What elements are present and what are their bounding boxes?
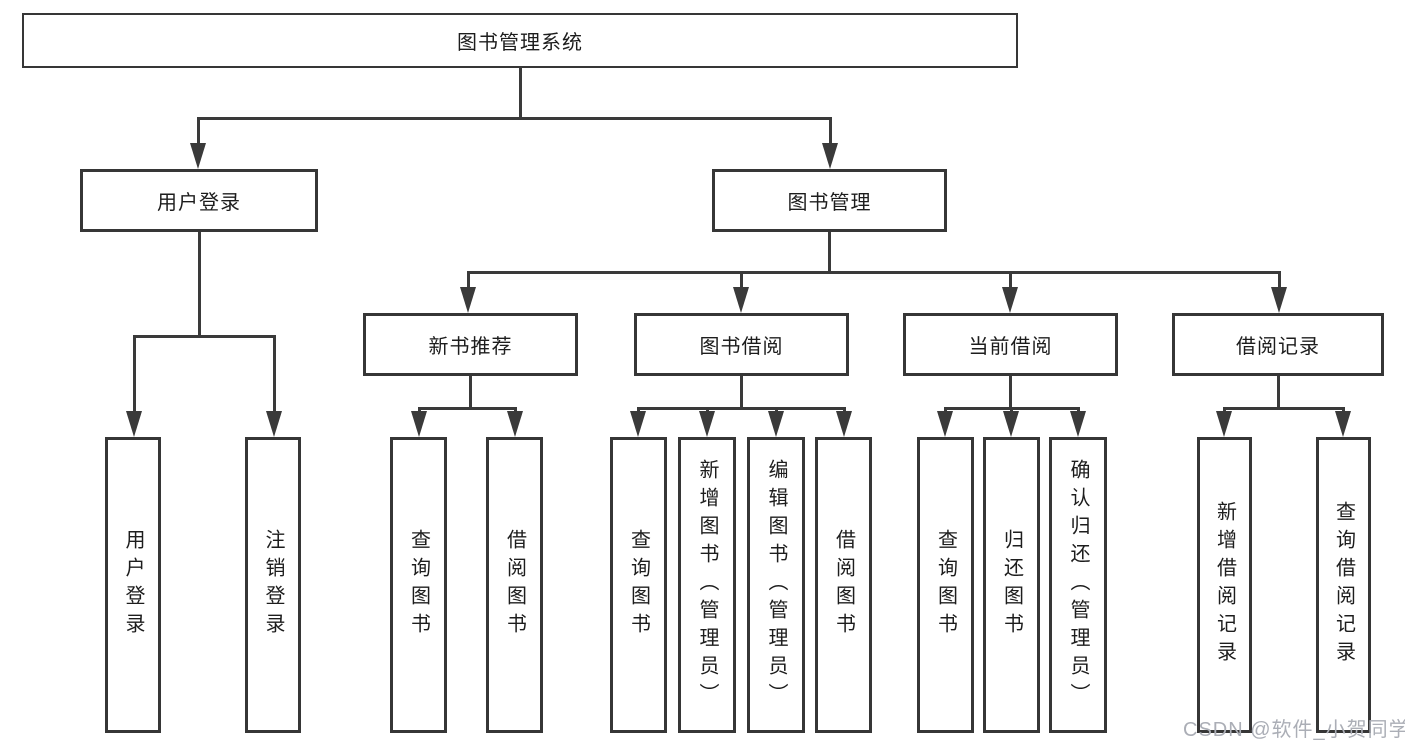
node-nb-query-book: 查询图书 xyxy=(390,437,447,733)
node-user-login: 用户登录 xyxy=(105,437,161,733)
connector-line xyxy=(637,407,846,410)
connector-line xyxy=(740,376,743,409)
connector-line xyxy=(519,67,522,119)
connector-line xyxy=(1278,271,1281,289)
node-new-book-recommend: 新书推荐 xyxy=(363,313,578,376)
node-br-query-record: 查询借阅记录 xyxy=(1316,437,1371,733)
arrow-down-icon xyxy=(507,411,523,437)
arrow-down-icon xyxy=(1002,287,1018,313)
arrow-down-icon xyxy=(266,411,282,437)
connector-line xyxy=(1077,407,1080,413)
connector-line xyxy=(133,335,136,413)
arrow-down-icon xyxy=(460,287,476,313)
node-nb-borrow-book: 借阅图书 xyxy=(486,437,543,733)
arrow-down-icon xyxy=(1271,287,1287,313)
arrow-down-icon xyxy=(836,411,852,437)
connector-line xyxy=(944,407,947,413)
watermark: CSDN @软件_小贺同学 xyxy=(1183,719,1405,741)
node-cb-query-book: 查询图书 xyxy=(917,437,974,733)
arrow-down-icon xyxy=(1003,411,1019,437)
arrow-down-icon xyxy=(190,143,206,169)
arrow-down-icon xyxy=(699,411,715,437)
node-logout: 注销登录 xyxy=(245,437,301,733)
connector-line xyxy=(197,117,200,145)
connector-line xyxy=(198,232,201,337)
connector-line xyxy=(1009,271,1012,289)
node-bb-query-book: 查询图书 xyxy=(610,437,667,733)
node-br-add-record: 新增借阅记录 xyxy=(1197,437,1252,733)
connector-line xyxy=(469,376,472,409)
connector-line xyxy=(637,407,640,413)
arrow-down-icon xyxy=(822,143,838,169)
arrow-down-icon xyxy=(1216,411,1232,437)
arrow-down-icon xyxy=(768,411,784,437)
arrow-down-icon xyxy=(1070,411,1086,437)
connector-line xyxy=(1009,376,1012,409)
connector-line xyxy=(1277,376,1280,409)
node-cb-confirm-return-admin: 确认归还（管理员） xyxy=(1049,437,1107,733)
arrow-down-icon xyxy=(937,411,953,437)
connector-line xyxy=(706,407,709,413)
node-bb-edit-book-admin: 编辑图书（管理员） xyxy=(747,437,805,733)
connector-line xyxy=(1223,407,1226,413)
node-bb-add-book-admin: 新增图书（管理员） xyxy=(678,437,736,733)
node-bb-borrow-book: 借阅图书 xyxy=(815,437,872,733)
connector-line xyxy=(418,407,421,413)
connector-line xyxy=(828,232,831,273)
arrow-down-icon xyxy=(126,411,142,437)
arrow-down-icon xyxy=(411,411,427,437)
node-book-borrowing: 图书借阅 xyxy=(634,313,849,376)
node-library-system: 图书管理系统 xyxy=(22,13,1018,68)
connector-line xyxy=(273,335,276,413)
connector-line xyxy=(467,271,470,289)
connector-line xyxy=(1010,407,1013,413)
node-book-management: 图书管理 xyxy=(712,169,947,232)
connector-line xyxy=(467,271,1281,274)
arrow-down-icon xyxy=(733,287,749,313)
connector-line xyxy=(1342,407,1345,413)
connector-line xyxy=(197,117,831,120)
arrow-down-icon xyxy=(1335,411,1351,437)
connector-line xyxy=(1223,407,1345,410)
node-current-borrowing: 当前借阅 xyxy=(903,313,1118,376)
connector-line xyxy=(418,407,517,410)
connector-line xyxy=(514,407,517,413)
node-user-login-group: 用户登录 xyxy=(80,169,318,232)
node-borrow-records: 借阅记录 xyxy=(1172,313,1384,376)
connector-line xyxy=(829,117,832,145)
connector-line xyxy=(775,407,778,413)
node-cb-return-book: 归还图书 xyxy=(983,437,1040,733)
arrow-down-icon xyxy=(630,411,646,437)
connector-line xyxy=(133,335,276,338)
connector-line xyxy=(843,407,846,413)
connector-line xyxy=(740,271,743,289)
